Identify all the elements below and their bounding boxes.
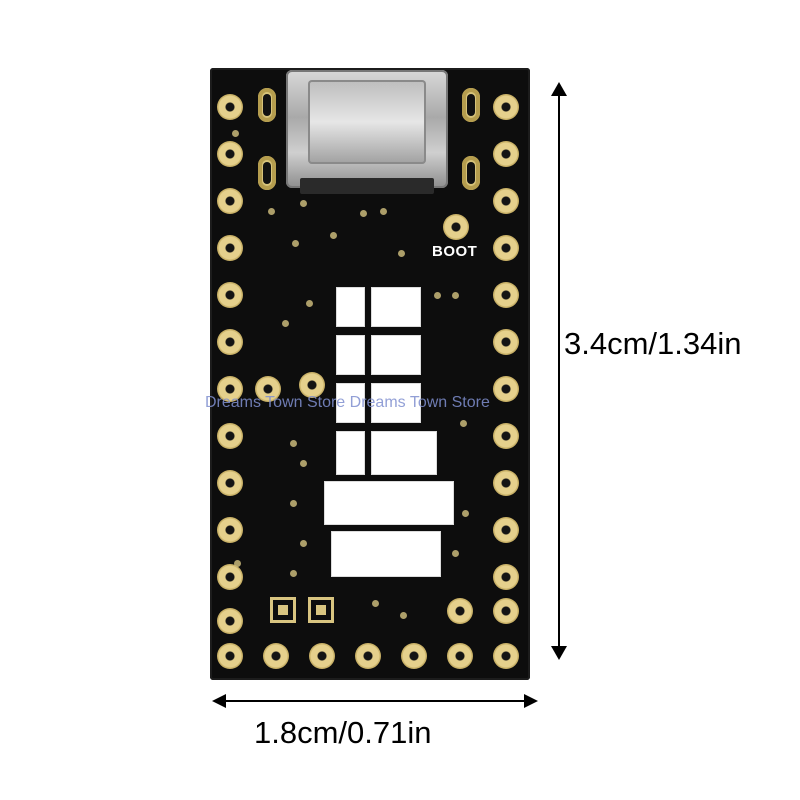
- pin-pad: [217, 282, 243, 308]
- height-dimension-label: 3.4cm/1.34in: [564, 326, 742, 361]
- inner-pad: [299, 372, 325, 398]
- pin-pad: [401, 643, 427, 669]
- white-pad: [372, 384, 420, 422]
- pin-pad: [493, 643, 519, 669]
- via: [300, 460, 307, 467]
- usb-c-port-opening: [308, 80, 426, 164]
- via: [232, 130, 239, 137]
- square-pad-right: [308, 597, 334, 623]
- width-dimension-line: [220, 700, 532, 702]
- pin-pad: [217, 564, 243, 590]
- via: [462, 510, 469, 517]
- via: [282, 320, 289, 327]
- square-pad-left: [270, 597, 296, 623]
- via: [360, 210, 367, 217]
- pin-pad: [493, 188, 519, 214]
- via: [452, 292, 459, 299]
- via: [434, 292, 441, 299]
- pin-pad: [493, 376, 519, 402]
- pin-pad: [217, 94, 243, 120]
- via: [300, 540, 307, 547]
- pin-pad: [493, 94, 519, 120]
- pin-pad: [217, 643, 243, 669]
- white-pad: [325, 482, 453, 524]
- pin-pad: [493, 282, 519, 308]
- boot-label: BOOT: [432, 243, 478, 260]
- usb-c-connector: [286, 70, 448, 194]
- white-pad: [372, 336, 420, 374]
- pin-pad: [493, 564, 519, 590]
- usb-c-connector-base: [300, 178, 434, 194]
- via: [452, 550, 459, 557]
- pin-pad: [217, 608, 243, 634]
- via: [380, 208, 387, 215]
- arrow-left-icon: [212, 694, 226, 708]
- pin-pad: [217, 376, 243, 402]
- pin-pad: [217, 188, 243, 214]
- width-dimension-label: 1.8cm/0.71in: [254, 715, 432, 750]
- white-pad: [332, 532, 440, 576]
- pin-pad: [447, 598, 473, 624]
- usb-mount-slot-right: [462, 88, 480, 122]
- usb-mount-slot-right-lower: [462, 156, 480, 190]
- pin-pad: [493, 141, 519, 167]
- pin-pad: [493, 235, 519, 261]
- pin-pad: [493, 517, 519, 543]
- pin-pad: [217, 423, 243, 449]
- white-pad: [337, 432, 364, 474]
- white-pad: [337, 288, 364, 326]
- inner-pad: [255, 376, 281, 402]
- via: [330, 232, 337, 239]
- pin-pad: [493, 329, 519, 355]
- height-dimension-line: [558, 88, 560, 656]
- via: [306, 300, 313, 307]
- pin-pad: [447, 643, 473, 669]
- via: [290, 440, 297, 447]
- pin-pad: [217, 141, 243, 167]
- pin-pad: [355, 643, 381, 669]
- white-pad: [337, 384, 364, 422]
- via: [268, 208, 275, 215]
- usb-mount-slot-left-lower: [258, 156, 276, 190]
- pin-pad: [217, 329, 243, 355]
- via: [398, 250, 405, 257]
- pin-pad: [217, 470, 243, 496]
- pin-pad: [309, 643, 335, 669]
- via: [290, 570, 297, 577]
- arrow-down-icon: [551, 646, 567, 660]
- usb-mount-slot-left: [258, 88, 276, 122]
- pin-pad: [263, 643, 289, 669]
- via: [372, 600, 379, 607]
- via: [400, 612, 407, 619]
- pin-pad: [217, 235, 243, 261]
- via: [234, 560, 241, 567]
- arrow-right-icon: [524, 694, 538, 708]
- boot-pad: [443, 214, 469, 240]
- pin-pad: [217, 517, 243, 543]
- pin-pad: [493, 598, 519, 624]
- pin-pad: [493, 470, 519, 496]
- pin-pad: [493, 423, 519, 449]
- white-pad: [372, 288, 420, 326]
- via: [290, 500, 297, 507]
- via: [300, 200, 307, 207]
- arrow-up-icon: [551, 82, 567, 96]
- white-pad: [372, 432, 436, 474]
- via: [292, 240, 299, 247]
- via: [460, 420, 467, 427]
- white-pad: [337, 336, 364, 374]
- store-watermark: Dreams Town Store Dreams Town Store: [205, 394, 490, 411]
